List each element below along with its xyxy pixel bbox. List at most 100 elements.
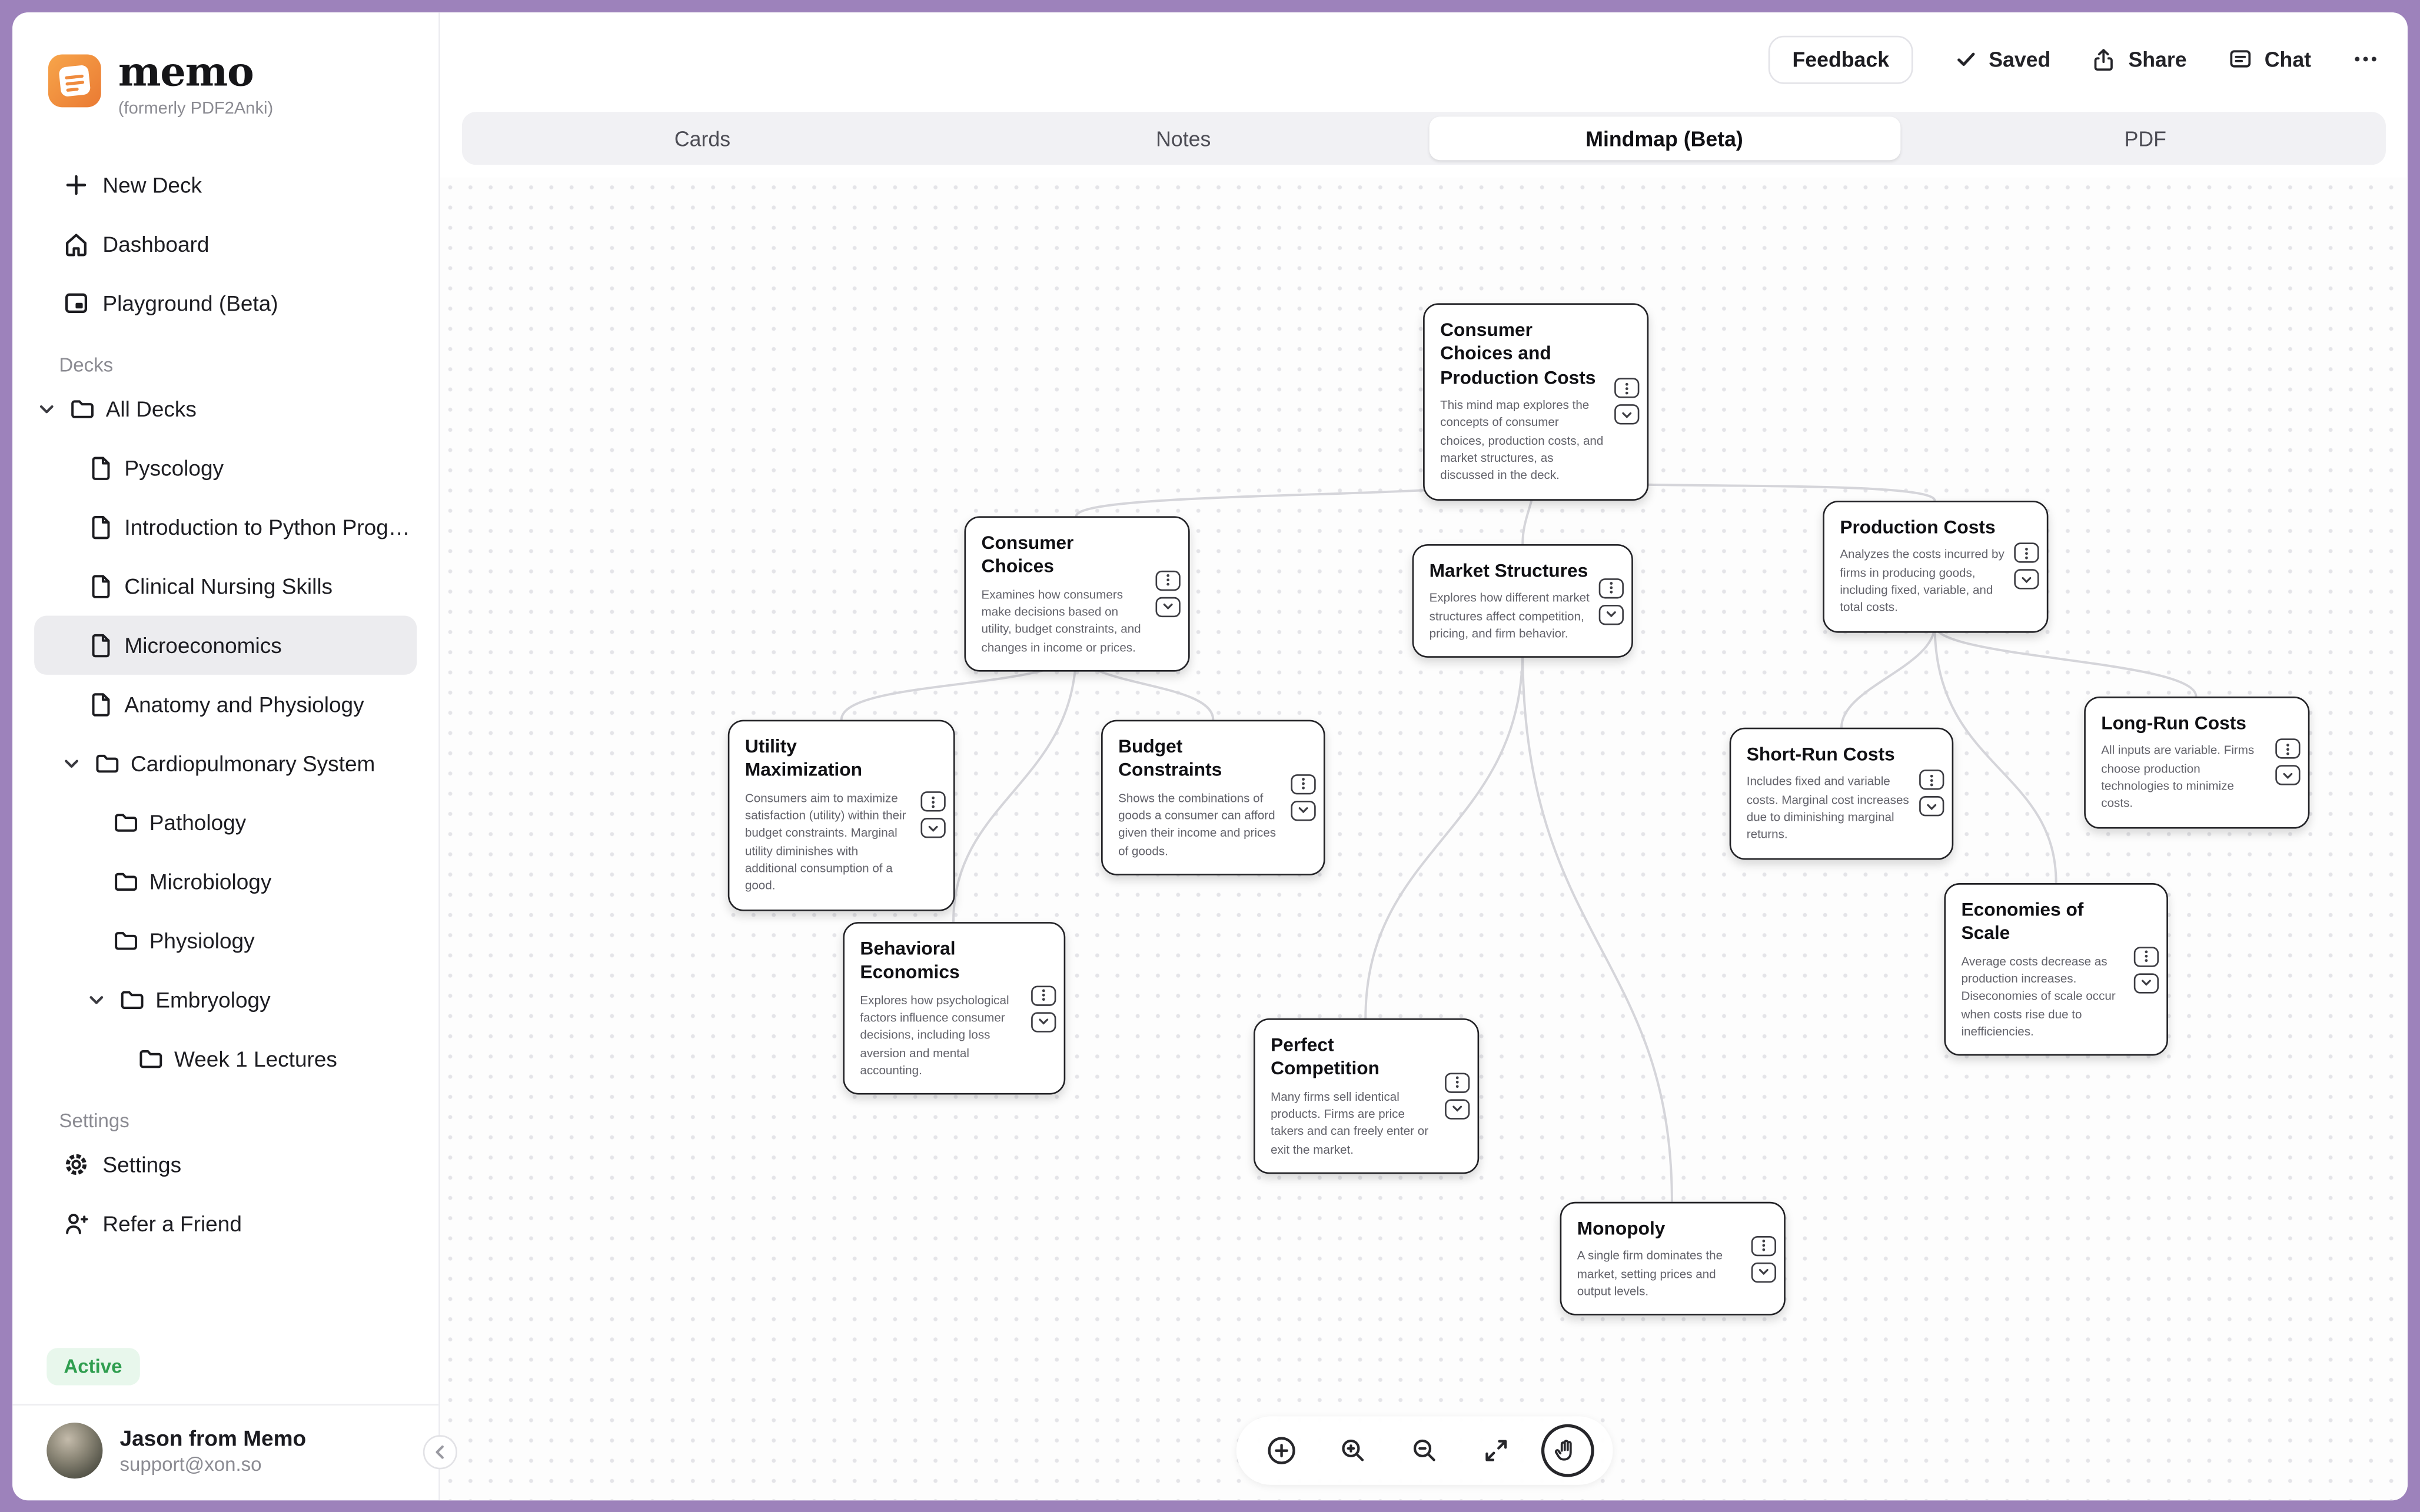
sidebar: memo (formerly PDF2Anki) New Deck Dashbo… [12,12,440,1501]
chat-button[interactable]: Chat [2227,46,2311,72]
node-description: Analyzes the costs incurred by firms in … [1840,548,2005,615]
mindmap-node-market-structures[interactable]: Market Structures Explores how different… [1412,544,1633,658]
node-title: Perfect Competition [1271,1034,1380,1080]
mindmap-node-production-costs[interactable]: Production Costs Analyzes the costs incu… [1823,500,2049,632]
sidebar-item-dashboard[interactable]: Dashboard [34,215,417,274]
node-collapse-button[interactable] [1031,1011,1056,1032]
mindmap-node-perfect-competition[interactable]: Perfect Competition Many firms sell iden… [1254,1018,1480,1174]
playground-icon [62,289,91,318]
sidebar-item-playground[interactable]: Playground (Beta) [34,274,417,333]
node-collapse-button[interactable] [1614,404,1640,425]
node-menu-button[interactable] [1155,570,1181,591]
status-badge: Active [46,1348,139,1386]
chevron-down-icon[interactable] [59,751,84,776]
tab-mindmap[interactable]: Mindmap (Beta) [1428,116,1900,161]
new-deck-button[interactable]: New Deck [34,156,417,215]
node-title: Market Structures [1429,559,1588,582]
node-collapse-button[interactable] [1751,1261,1776,1283]
zoom-in-icon[interactable] [1326,1424,1379,1477]
node-collapse-button[interactable] [1291,800,1316,821]
file-icon [87,572,115,601]
node-menu-button[interactable] [1291,774,1316,795]
node-collapse-button[interactable] [2275,765,2301,786]
app-window: memo (formerly PDF2Anki) New Deck Dashbo… [12,12,2408,1501]
saved-status: Saved [1953,46,2050,71]
mindmap-canvas[interactable]: Consumer Choices and Production Costs Th… [440,177,2408,1501]
sidebar-item-anatomy-physiology[interactable]: Anatomy and Physiology [34,675,417,734]
mindmap-node-long-run-costs[interactable]: Long-Run Costs All inputs are variable. … [2084,696,2310,828]
sidebar-item-settings[interactable]: Settings [34,1135,417,1194]
memo-logo-icon [46,53,102,109]
mindmap-node-budget-constraints[interactable]: Budget Constraints Shows the combination… [1101,720,1325,875]
tab-pdf[interactable]: PDF [2124,126,2166,151]
node-description: All inputs are variable. Firms choose pr… [2101,744,2255,811]
sidebar-item-week1-lectures[interactable]: Week 1 Lectures [34,1030,417,1088]
sidebar-item-clinical-nursing[interactable]: Clinical Nursing Skills [34,557,417,616]
sidebar-item-label: All Decks [105,397,197,422]
more-options-button[interactable] [2352,45,2380,74]
node-menu-button[interactable] [2133,946,2159,967]
folder-icon [112,809,140,837]
node-menu-button[interactable] [1598,578,1624,598]
chat-icon [2227,46,2253,72]
mindmap-node-utility-maximization[interactable]: Utility Maximization Consumers aim to ma… [727,720,955,911]
chevron-down-icon[interactable] [84,988,109,1013]
mindmap-node-short-run-costs[interactable]: Short-Run Costs Includes fixed and varia… [1729,727,1954,860]
chevron-down-icon[interactable] [34,397,59,422]
user-profile[interactable]: Jason from Memo support@xon.so [12,1404,439,1500]
fit-view-icon[interactable] [1469,1424,1522,1477]
node-menu-button[interactable] [1445,1073,1470,1093]
node-description: Explores how different market structures… [1429,591,1590,641]
tab-notes[interactable]: Notes [1156,126,1211,151]
mindmap-node-economies-of-scale[interactable]: Economies of Scale Average costs decreas… [1944,883,2168,1056]
collapse-sidebar-button[interactable] [423,1435,457,1470]
share-button[interactable]: Share [2091,46,2187,72]
mindmap-node-consumer-choices[interactable]: Consumer Choices Examines how consumers … [964,516,1190,672]
node-collapse-button[interactable] [920,818,946,839]
sidebar-item-refer-friend[interactable]: Refer a Friend [34,1194,417,1253]
feedback-button[interactable]: Feedback [1769,35,1913,84]
edge [1840,625,1936,728]
sidebar-item-intro-python[interactable]: Introduction to Python Progra... [34,498,417,557]
node-collapse-button[interactable] [2014,569,2039,590]
user-name: Jason from Memo [119,1425,307,1450]
node-menu-button[interactable] [1751,1235,1776,1256]
sidebar-item-embryology[interactable]: Embryology [34,971,417,1030]
sidebar-item-cardiopulmonary[interactable]: Cardiopulmonary System [34,734,417,793]
node-description: This mind map explores the concepts of c… [1440,398,1604,482]
edge [952,648,1078,922]
mindmap-node-monopoly[interactable]: Monopoly A single firm dominates the mar… [1560,1201,1786,1316]
node-menu-button[interactable] [1614,378,1640,399]
node-menu-button[interactable] [920,791,946,812]
node-menu-button[interactable] [1919,770,1944,791]
sidebar-item-pathology[interactable]: Pathology [34,794,417,852]
check-icon [1953,46,1977,71]
mindmap-node-root[interactable]: Consumer Choices and Production Costs Th… [1423,303,1649,500]
sidebar-item-microbiology[interactable]: Microbiology [34,852,417,911]
sidebar-item-label: Clinical Nursing Skills [124,574,333,600]
settings-section-label: Settings [59,1110,129,1133]
node-menu-button[interactable] [2275,738,2301,760]
add-node-button[interactable] [1254,1424,1307,1477]
node-menu-button[interactable] [1031,985,1056,1005]
folder-icon [112,927,140,955]
sidebar-item-all-decks[interactable]: All Decks [34,380,417,439]
node-collapse-button[interactable] [1155,597,1181,618]
node-menu-button[interactable] [2014,543,2039,564]
sidebar-item-label: Anatomy and Physiology [124,692,364,718]
tab-cards[interactable]: Cards [674,126,731,151]
sidebar-item-microeconomics[interactable]: Microeconomics [34,616,417,675]
pan-tool-button[interactable] [1540,1424,1594,1477]
sidebar-item-physiology[interactable]: Physiology [34,911,417,970]
node-collapse-button[interactable] [1919,796,1944,817]
brand: memo (formerly PDF2Anki) [46,52,417,119]
mindmap-node-behavioral-economics[interactable]: Behavioral Economics Explores how psycho… [843,922,1066,1095]
sidebar-item-label: Introduction to Python Progra... [124,515,417,540]
sidebar-item-pyscology[interactable]: Pyscology [34,439,417,498]
edge [1364,650,1524,1018]
zoom-out-icon[interactable] [1397,1424,1450,1477]
node-collapse-button[interactable] [1445,1099,1470,1120]
node-collapse-button[interactable] [1598,604,1624,625]
node-collapse-button[interactable] [2133,973,2159,993]
node-title: Consumer Choices and Production Costs [1440,318,1596,388]
